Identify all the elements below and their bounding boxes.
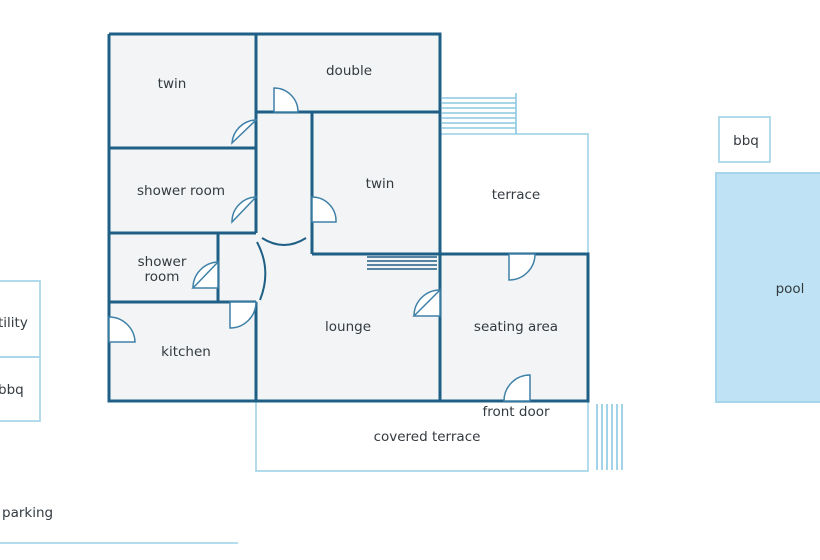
bbq-box-right xyxy=(718,116,771,163)
label-front-door: front door xyxy=(482,404,549,420)
door-curve-hall xyxy=(261,237,307,246)
label-twin-mid: twin xyxy=(366,176,395,192)
door-twin-mid xyxy=(311,196,337,223)
door-double xyxy=(273,87,299,113)
label-shower-room: shower room xyxy=(137,183,225,199)
label-covered-terrace: covered terrace xyxy=(374,429,481,445)
door-shower-room2 xyxy=(191,260,219,289)
doors xyxy=(108,87,536,402)
label-bbq-left: bbq xyxy=(0,382,24,398)
steps-right xyxy=(596,404,623,470)
label-kitchen: kitchen xyxy=(161,344,211,360)
label-parking: parking xyxy=(2,505,53,521)
door-shower-room xyxy=(231,196,258,224)
door-seating-area xyxy=(412,288,441,317)
label-seating-area: seating area xyxy=(474,319,558,335)
label-pool: pool xyxy=(776,281,805,297)
door-front xyxy=(503,374,531,402)
label-shower-room2-line1: shower xyxy=(138,254,187,270)
door-curve-lounge xyxy=(256,241,267,301)
bbq-box-left xyxy=(0,356,41,422)
label-utility: tility xyxy=(0,315,28,331)
door-twin-top xyxy=(231,119,258,145)
label-double: double xyxy=(326,63,372,79)
steps-top xyxy=(442,93,517,134)
steps-internal xyxy=(367,256,437,270)
label-twin-top: twin xyxy=(158,76,187,92)
label-shower-room2-line2: room xyxy=(145,269,180,285)
pool-area xyxy=(715,172,820,403)
door-terrace xyxy=(508,253,536,281)
label-bbq-right: bbq xyxy=(733,133,759,149)
door-kitchen-side xyxy=(108,316,136,343)
door-kitchen-hall xyxy=(229,301,257,329)
label-lounge: lounge xyxy=(325,319,371,335)
label-terrace: terrace xyxy=(492,187,540,203)
